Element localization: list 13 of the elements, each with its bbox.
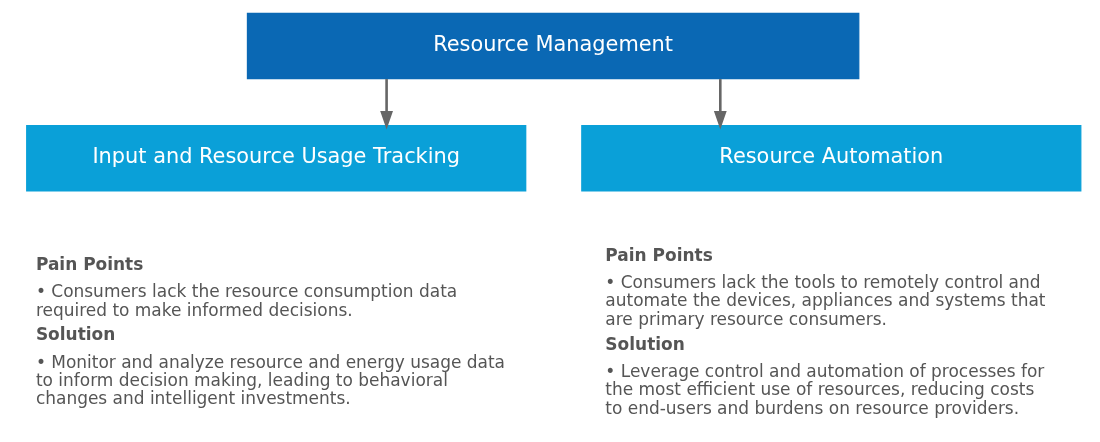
node-label: • Consumers lack the tools to remotely control and automate the devices, appliances and systems that are primary resource consumers. <box>604 272 1045 329</box>
node-box: Resource Automation <box>580 125 1081 192</box>
node-label: • Leverage control and automation of processes for the most efficient use of resources, reducing costs to end-users and burdens on resource providers. <box>604 360 1044 418</box>
node-label: Solution <box>604 333 685 354</box>
node-box: Input and Resource Usage Tracking <box>25 125 526 192</box>
node-box: Resource Management <box>246 12 859 80</box>
node-label: Pain Points <box>604 244 713 265</box>
node-label: Solution <box>35 324 115 345</box>
node-label: • Monitor and analyze resource and energy usage data to inform decision making, leading to behavioral changes and intelligent investments. <box>35 351 505 409</box>
arrow <box>379 79 393 130</box>
arrow <box>713 79 727 130</box>
node-label: Pain Points <box>35 253 143 274</box>
node-label: • Consumers lack the resource consumption data required to make informed decisions. <box>35 281 457 320</box>
